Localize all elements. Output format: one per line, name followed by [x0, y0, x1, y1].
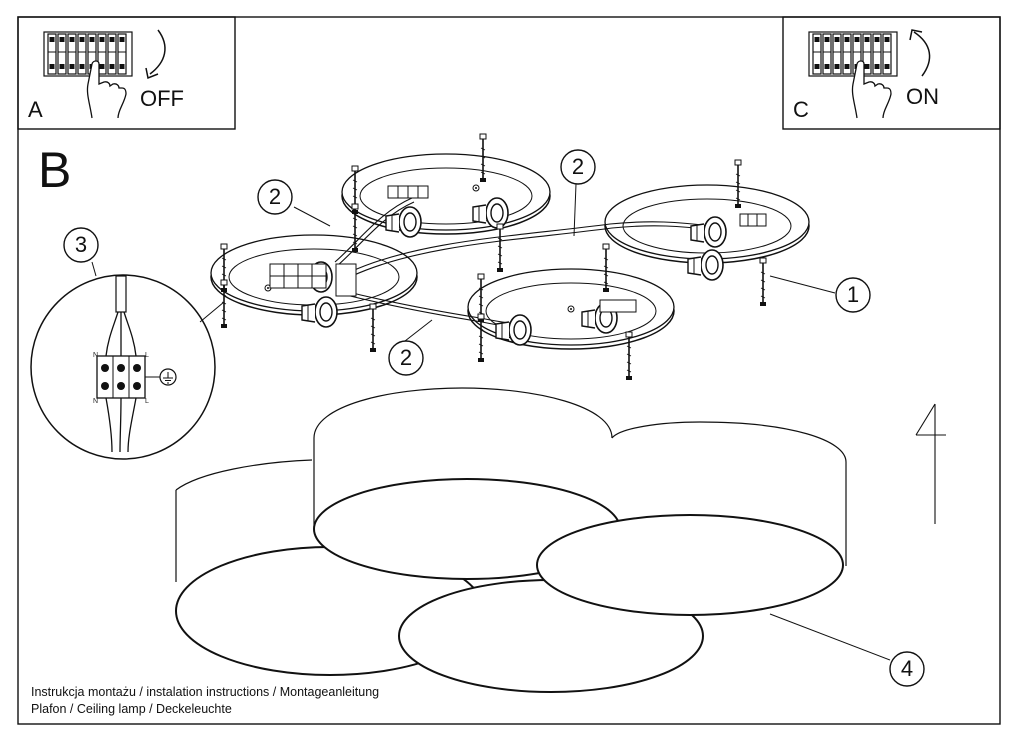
footer-product: Plafon / Ceiling lamp / Deckeleuchte: [31, 702, 232, 716]
side-marker: [915, 403, 946, 524]
callout-2: 2: [268, 184, 282, 209]
mounting-plate: [341, 153, 551, 235]
wiring-detail-leader: [199, 301, 225, 323]
hand-icon: [86, 60, 127, 119]
callout-leaders: [91, 183, 891, 661]
panel-a-letter: A: [28, 97, 43, 122]
callout-circle-1: [835, 277, 871, 313]
panel-a-switch-off: [17, 16, 236, 130]
lamp-shades: [175, 387, 847, 693]
wire-label-l: L: [145, 398, 149, 405]
callout-circle-4: [889, 651, 925, 687]
footer-instructions: Instrukcja montażu / instalation instruc…: [31, 685, 380, 699]
callout-circle-2: [560, 149, 596, 185]
mounting-plates: [210, 153, 810, 350]
panel-c-action: ON: [906, 84, 939, 109]
callout-2: 2: [399, 345, 413, 370]
wire-label-n: N: [93, 352, 99, 359]
wire-label-n: N: [93, 398, 99, 405]
panel-a-action: OFF: [140, 86, 184, 111]
panel-b-letter: B: [38, 142, 72, 198]
callout-circle-2: [388, 340, 424, 376]
callout-3: 3: [74, 232, 88, 257]
panel-c-box: [782, 16, 1001, 130]
ground-symbol-icon: [145, 368, 177, 386]
wire-label-l: L: [145, 352, 149, 359]
callout-circle-3: [63, 227, 99, 263]
page-frame: [17, 16, 1001, 725]
supply-cable: [115, 275, 127, 313]
panel-a-box: [17, 16, 236, 130]
panel-c-letter: C: [793, 97, 809, 122]
panel-c-switch-on: [782, 16, 1001, 130]
circuit-breaker-icon: [808, 31, 898, 77]
callout-2: 2: [571, 154, 585, 179]
lamp-shade-bottom-disc: [536, 514, 844, 616]
circuit-breaker-icon: [43, 31, 133, 77]
callout-1: 1: [846, 282, 860, 307]
terminal-block: [96, 355, 146, 399]
arrow-up-icon: [909, 29, 931, 77]
wiring-detail: [30, 274, 225, 460]
terminal-blocks: [269, 185, 767, 313]
callout-circle-2: [257, 179, 293, 215]
arrow-down-icon: [145, 29, 166, 80]
callout-4: 4: [900, 656, 914, 681]
supply-wires: [105, 311, 137, 357]
lamp-wires: [105, 397, 137, 453]
callout-circles: [63, 149, 925, 687]
hand-icon: [851, 60, 892, 119]
